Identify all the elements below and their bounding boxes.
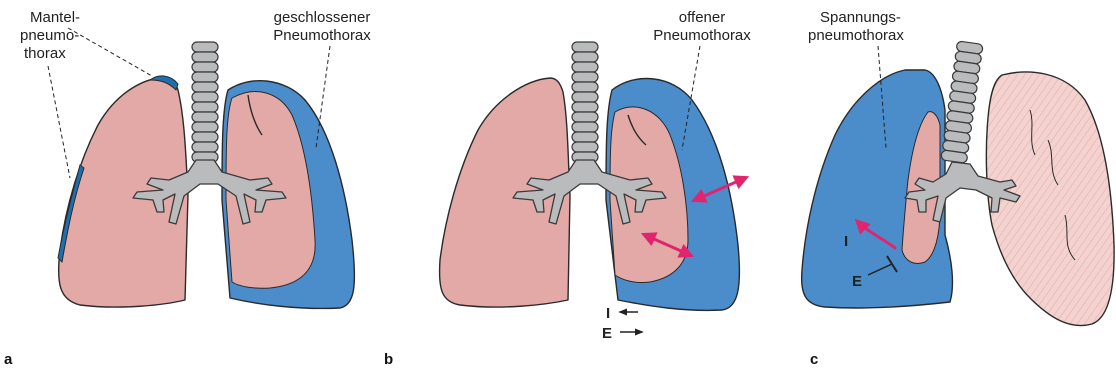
label-line: Pneumothorax bbox=[273, 27, 371, 44]
panel-a-trachea bbox=[192, 42, 218, 162]
panel-a-label-closed: geschlossener Pneumothorax bbox=[273, 9, 371, 44]
panel-letter-a: a bbox=[4, 351, 13, 368]
panel-c-label-tension: Spannungs- pneumothorax bbox=[808, 9, 904, 44]
panel-c-trachea bbox=[941, 41, 983, 163]
label-line: geschlossener bbox=[274, 9, 371, 26]
label-line: offener bbox=[679, 9, 725, 26]
panel-a-label-mantel: Mantel- pneumo- thorax bbox=[20, 9, 80, 62]
panel-letter-b: b bbox=[384, 351, 393, 368]
label-line: Pneumothorax bbox=[653, 27, 751, 44]
label-line: Spannungs- bbox=[820, 9, 901, 26]
legend-expiration: E bbox=[602, 325, 612, 342]
panel-c-label-inspiration: I bbox=[844, 233, 848, 250]
label-line: pneumothorax bbox=[808, 27, 904, 44]
panel-c: I E Spannungs- pneumothorax c bbox=[802, 9, 1114, 368]
leader-line bbox=[48, 66, 70, 178]
panel-b: offener Pneumothorax I E b bbox=[384, 9, 751, 368]
panel-b-trachea bbox=[572, 42, 598, 162]
panel-a: Mantel- pneumo- thorax geschlossener Pne… bbox=[4, 9, 371, 368]
legend-inspiration: I bbox=[606, 305, 610, 322]
label-line: Mantel- bbox=[30, 9, 80, 26]
panel-letter-c: c bbox=[810, 351, 818, 368]
label-line: thorax bbox=[24, 45, 66, 62]
panel-c-label-expiration: E bbox=[852, 273, 862, 290]
leader-line bbox=[68, 28, 152, 76]
panel-b-label-open: offener Pneumothorax bbox=[653, 9, 751, 44]
